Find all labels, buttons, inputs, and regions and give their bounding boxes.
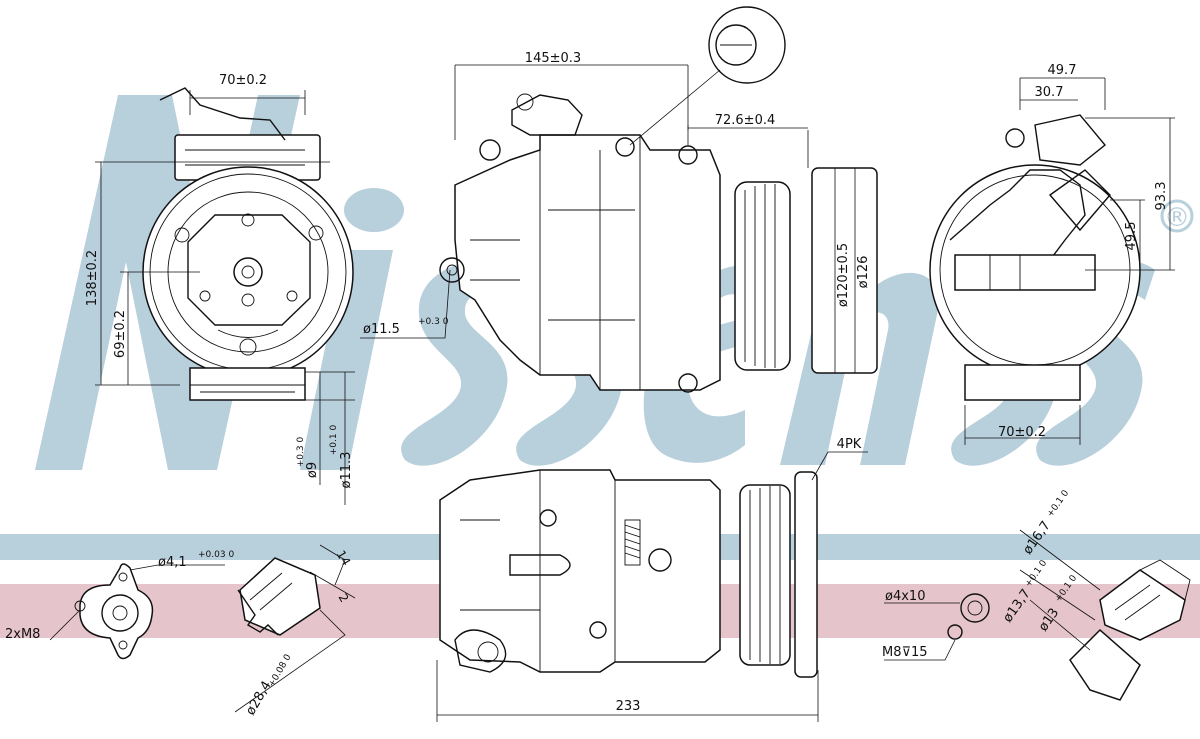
port-dia-tol: +0.03 0 [198, 550, 234, 560]
bolt-dia-dim: ø9 [305, 462, 320, 478]
bottom-view: 233 4PK [436, 437, 868, 722]
pipe-dia1-tol: +0.1 0 [1046, 488, 1072, 519]
mount-hole-tol: +0.3 0 [418, 317, 449, 327]
front-width-dim: 70±0.2 [219, 73, 267, 88]
bolt2-dia-tol: +0.1 0 [329, 425, 339, 456]
mount-hole-dim: ø11.5 [363, 322, 400, 337]
side-view: 145±0.3 72.6±0.4 ø120±0.5 ø126 ø11.5 +0.… [360, 6, 878, 393]
front-axis-dim: 69±0.2 [113, 310, 128, 358]
fitting-dia-tol: +0.08 0 [267, 653, 294, 690]
rear-view: 49.7 30.7 93.3 49.5 70±0.2 [929, 63, 1175, 445]
valve-detail: ø4x10 M8⊽15 [882, 589, 990, 661]
port-detail: ø4,1 +0.03 0 2xM8 [5, 550, 234, 660]
side-length-dim: 145±0.3 [525, 51, 581, 66]
pulley-inner-dia: ø120±0.5 [836, 243, 851, 307]
fitting-dim-14: 14 [334, 548, 354, 568]
rear-dim-30-7: 30.7 [1035, 85, 1064, 100]
bottom-length-dim: 233 [616, 699, 641, 714]
port-bolts-label: 2xM8 [5, 627, 40, 642]
bolt-dia-tol: +0.3 0 [296, 437, 306, 468]
registered-mark: ® [1164, 203, 1190, 233]
front-height-dim: 138±0.2 [85, 250, 100, 306]
rear-dim-49-7: 49.7 [1048, 63, 1077, 78]
belt-type-label: 4PK [837, 437, 862, 452]
pulley-offset-dim: 72.6±0.4 [715, 113, 776, 128]
rear-dim-93-3: 93.3 [1154, 182, 1169, 211]
bolt2-dia-dim: ø11.3 [339, 452, 354, 489]
pulley-outer-dia: ø126 [856, 256, 871, 289]
valve-hole-dim: ø4x10 [885, 589, 925, 604]
registered-mark-circle [1160, 199, 1194, 233]
rear-width-dim: 70±0.2 [998, 425, 1046, 440]
port-dia-dim: ø4,1 [158, 555, 187, 570]
rear-dim-49-5: 49.5 [1124, 222, 1139, 251]
valve-thread-dim: M8⊽15 [882, 645, 928, 660]
front-view: 70±0.2 138±0.2 69±0.2 ø9 +0.3 0 ø11.3 +0… [85, 73, 355, 505]
